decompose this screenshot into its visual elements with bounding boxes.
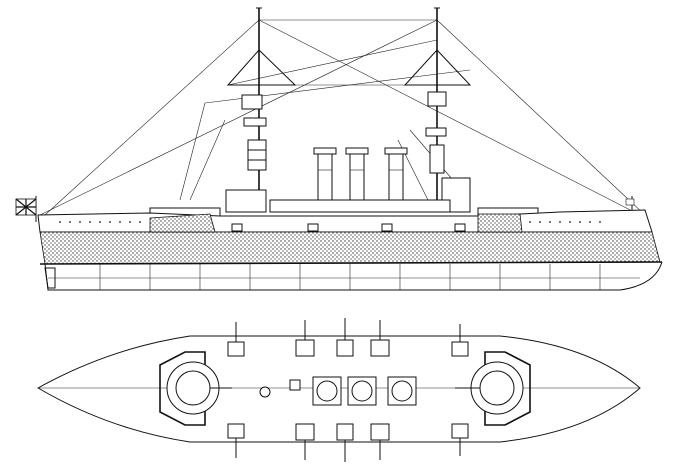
aft-barbette bbox=[455, 351, 531, 426]
funnels-plan bbox=[259, 376, 417, 406]
plan-view bbox=[36, 318, 641, 462]
main-mast bbox=[403, 7, 472, 210]
fore-mast bbox=[226, 7, 297, 210]
hull-upper bbox=[37, 209, 653, 233]
rigging-lines bbox=[39, 19, 646, 216]
casemate-guns-port bbox=[227, 318, 469, 357]
casemate-guns-starboard bbox=[227, 423, 469, 462]
superstructure bbox=[149, 177, 539, 219]
fore-barbette bbox=[159, 351, 232, 426]
main-turret-fore bbox=[149, 213, 216, 233]
main-turret-aft bbox=[477, 213, 523, 233]
casemate-guns-profile bbox=[231, 223, 466, 232]
waterline bbox=[39, 261, 663, 265]
armour-belt bbox=[39, 231, 661, 265]
stern-flag bbox=[15, 196, 37, 222]
hull-lower bbox=[44, 261, 663, 291]
rudder bbox=[44, 267, 56, 289]
profile-view bbox=[15, 7, 663, 291]
funnels bbox=[313, 147, 408, 213]
hull-bulkheads bbox=[48, 264, 640, 290]
